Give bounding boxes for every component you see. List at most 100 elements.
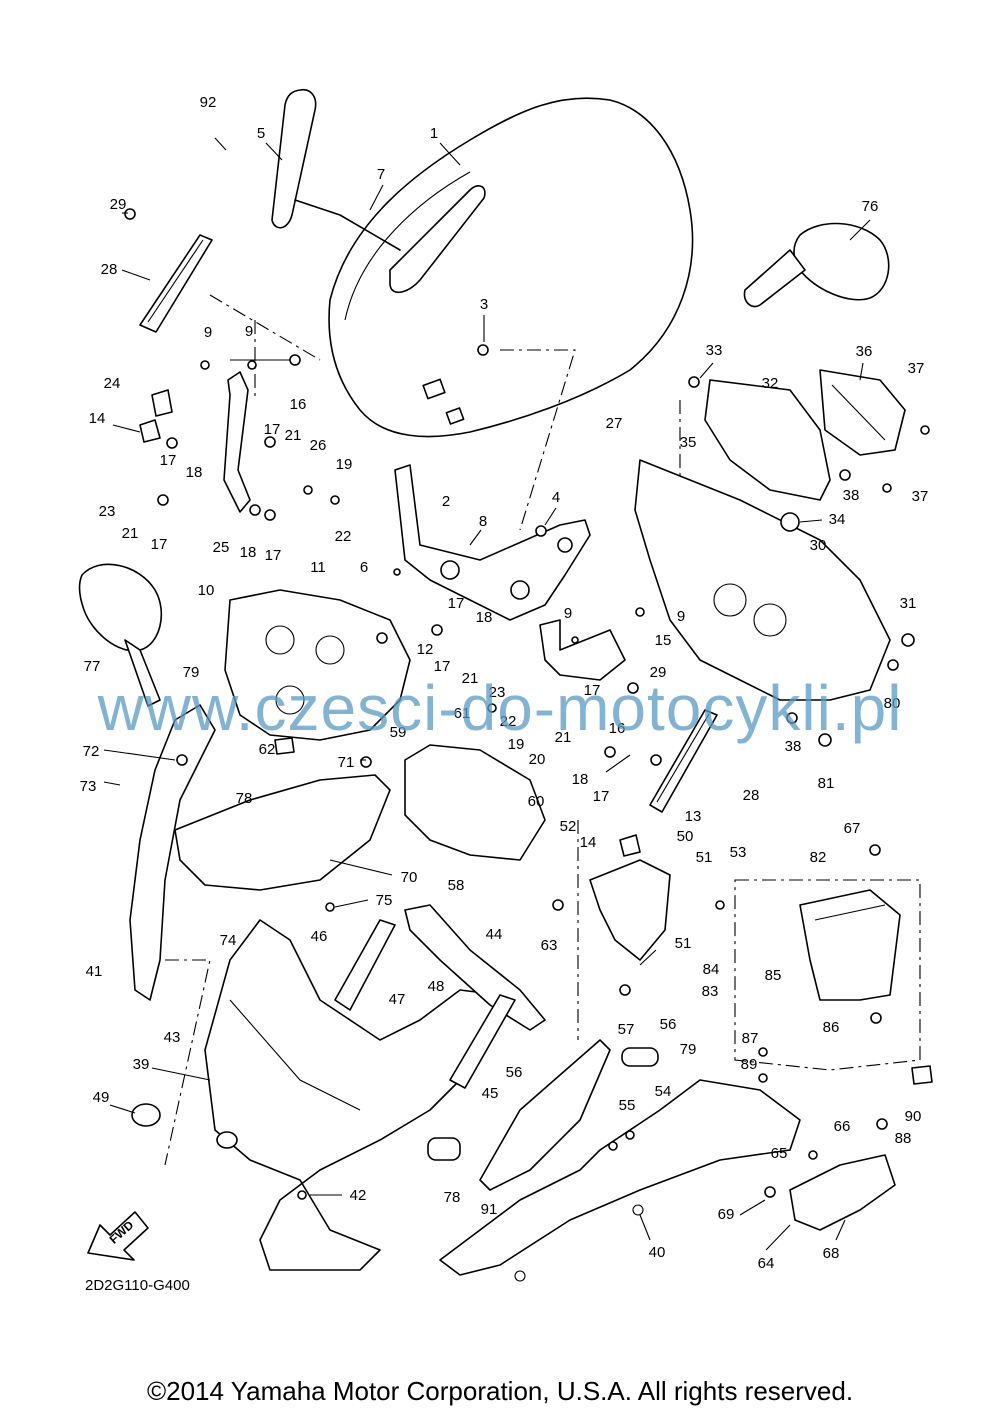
callout-c38b: 38 — [785, 738, 802, 755]
grommets — [131, 389, 933, 1161]
callout-c17f: 17 — [434, 658, 451, 675]
callout-c17c: 17 — [151, 536, 168, 553]
callout-c5: 5 — [257, 125, 265, 142]
callout-c43: 43 — [164, 1029, 181, 1046]
callout-c89: 89 — [741, 1056, 758, 1073]
duct-trim-parts — [334, 904, 546, 1089]
windscreen-part — [328, 97, 694, 438]
callout-c26: 26 — [310, 437, 327, 454]
upper-cowling-part — [174, 774, 391, 891]
callout-c12: 12 — [417, 641, 434, 658]
callout-c57: 57 — [618, 1021, 635, 1038]
callout-c37b: 37 — [912, 488, 929, 505]
callout-c10: 10 — [198, 582, 215, 599]
callout-c2: 2 — [442, 493, 450, 510]
watermark-text: www.czesci-do-motocykli.pl — [97, 672, 903, 744]
callout-c16a: 16 — [290, 396, 307, 413]
stay-brackets-part — [223, 371, 626, 681]
callout-c9a: 9 — [204, 324, 212, 341]
callout-c60: 60 — [528, 793, 545, 810]
callout-c62: 62 — [259, 741, 276, 758]
callout-c17g: 17 — [584, 682, 601, 699]
callout-c48: 48 — [428, 978, 445, 995]
headlight-part — [224, 589, 411, 741]
callout-c8: 8 — [479, 513, 487, 530]
callout-c69: 69 — [718, 1206, 735, 1223]
rear-bracket-part — [789, 1154, 896, 1231]
callout-c68: 68 — [823, 1245, 840, 1262]
callout-c82: 82 — [810, 849, 827, 866]
callout-c46: 46 — [311, 928, 328, 945]
control-unit-part — [799, 889, 901, 1001]
callout-c44: 44 — [486, 926, 503, 943]
callout-c13: 13 — [685, 808, 702, 825]
callout-c80: 80 — [884, 695, 901, 712]
trim-strip-upper-part — [139, 234, 213, 333]
callout-c53: 53 — [730, 844, 747, 861]
callout-c56a: 56 — [660, 1016, 677, 1033]
callout-c28a: 28 — [101, 261, 118, 278]
callout-c61: 61 — [454, 705, 471, 722]
callout-c38a: 38 — [843, 487, 860, 504]
trim-strip-lower-part — [649, 709, 718, 813]
visor-bracket-part — [271, 88, 486, 294]
callout-c17h: 17 — [593, 788, 610, 805]
side-panel-part — [479, 859, 671, 1191]
callout-c49: 49 — [93, 1089, 110, 1106]
callout-c17a: 17 — [264, 421, 281, 438]
callout-c66: 66 — [834, 1118, 851, 1135]
callout-c78b: 78 — [444, 1189, 461, 1206]
callout-c51a: 51 — [696, 849, 713, 866]
callout-c63: 63 — [541, 937, 558, 954]
leader-lines — [103, 137, 871, 1251]
callout-c47: 47 — [389, 991, 406, 1008]
drawing-code: 2D2G110-G400 — [85, 1277, 190, 1294]
callout-c9d: 9 — [677, 608, 685, 625]
callout-c17e: 17 — [448, 595, 465, 612]
callout-c56b: 56 — [506, 1064, 523, 1081]
callout-c22b: 22 — [500, 713, 517, 730]
callout-c92: 92 — [200, 94, 217, 111]
callout-c83: 83 — [702, 983, 719, 1000]
callout-c30: 30 — [810, 537, 827, 554]
callout-c91: 91 — [481, 1201, 498, 1218]
copyright-notice: ©2014 Yamaha Motor Corporation, U.S.A. A… — [146, 1376, 854, 1406]
meter-stay-part — [634, 459, 891, 701]
callout-c9c: 9 — [564, 605, 572, 622]
front-cowling-part — [204, 919, 501, 1271]
callout-c7: 7 — [377, 166, 385, 183]
callout-c31: 31 — [900, 595, 917, 612]
callout-c18d: 18 — [572, 771, 589, 788]
assembly-boundaries — [164, 294, 921, 1166]
lower-cowling-part — [439, 1079, 801, 1282]
callout-c35: 35 — [680, 434, 697, 451]
callout-c9b: 9 — [245, 323, 253, 340]
callout-c3: 3 — [480, 296, 488, 313]
callout-c29b: 29 — [650, 664, 667, 681]
callout-c21c: 21 — [462, 670, 479, 687]
callout-c32: 32 — [762, 375, 779, 392]
callout-c50: 50 — [677, 828, 694, 845]
callout-c84: 84 — [703, 961, 720, 978]
callout-c78a: 78 — [236, 790, 253, 807]
fwd-arrow-icon: FWD — [87, 1211, 149, 1261]
callout-c37a: 37 — [908, 360, 925, 377]
callout-c22a: 22 — [335, 528, 352, 545]
mirror-right-part — [743, 222, 890, 308]
callout-c17d: 17 — [265, 547, 282, 564]
callout-c14a: 14 — [89, 410, 106, 427]
callout-c72: 72 — [83, 743, 100, 760]
callout-c71: 71 — [338, 754, 355, 771]
callout-c87: 87 — [742, 1030, 759, 1047]
callout-c51b: 51 — [675, 935, 692, 952]
callout-c74: 74 — [220, 932, 237, 949]
callout-c21b: 21 — [122, 525, 139, 542]
callout-c34: 34 — [829, 511, 846, 528]
callout-c40: 40 — [649, 1244, 666, 1261]
callout-c20: 20 — [529, 751, 546, 768]
fasteners — [124, 208, 930, 1200]
callout-c76: 76 — [862, 198, 879, 215]
callout-c54: 54 — [655, 1083, 672, 1100]
